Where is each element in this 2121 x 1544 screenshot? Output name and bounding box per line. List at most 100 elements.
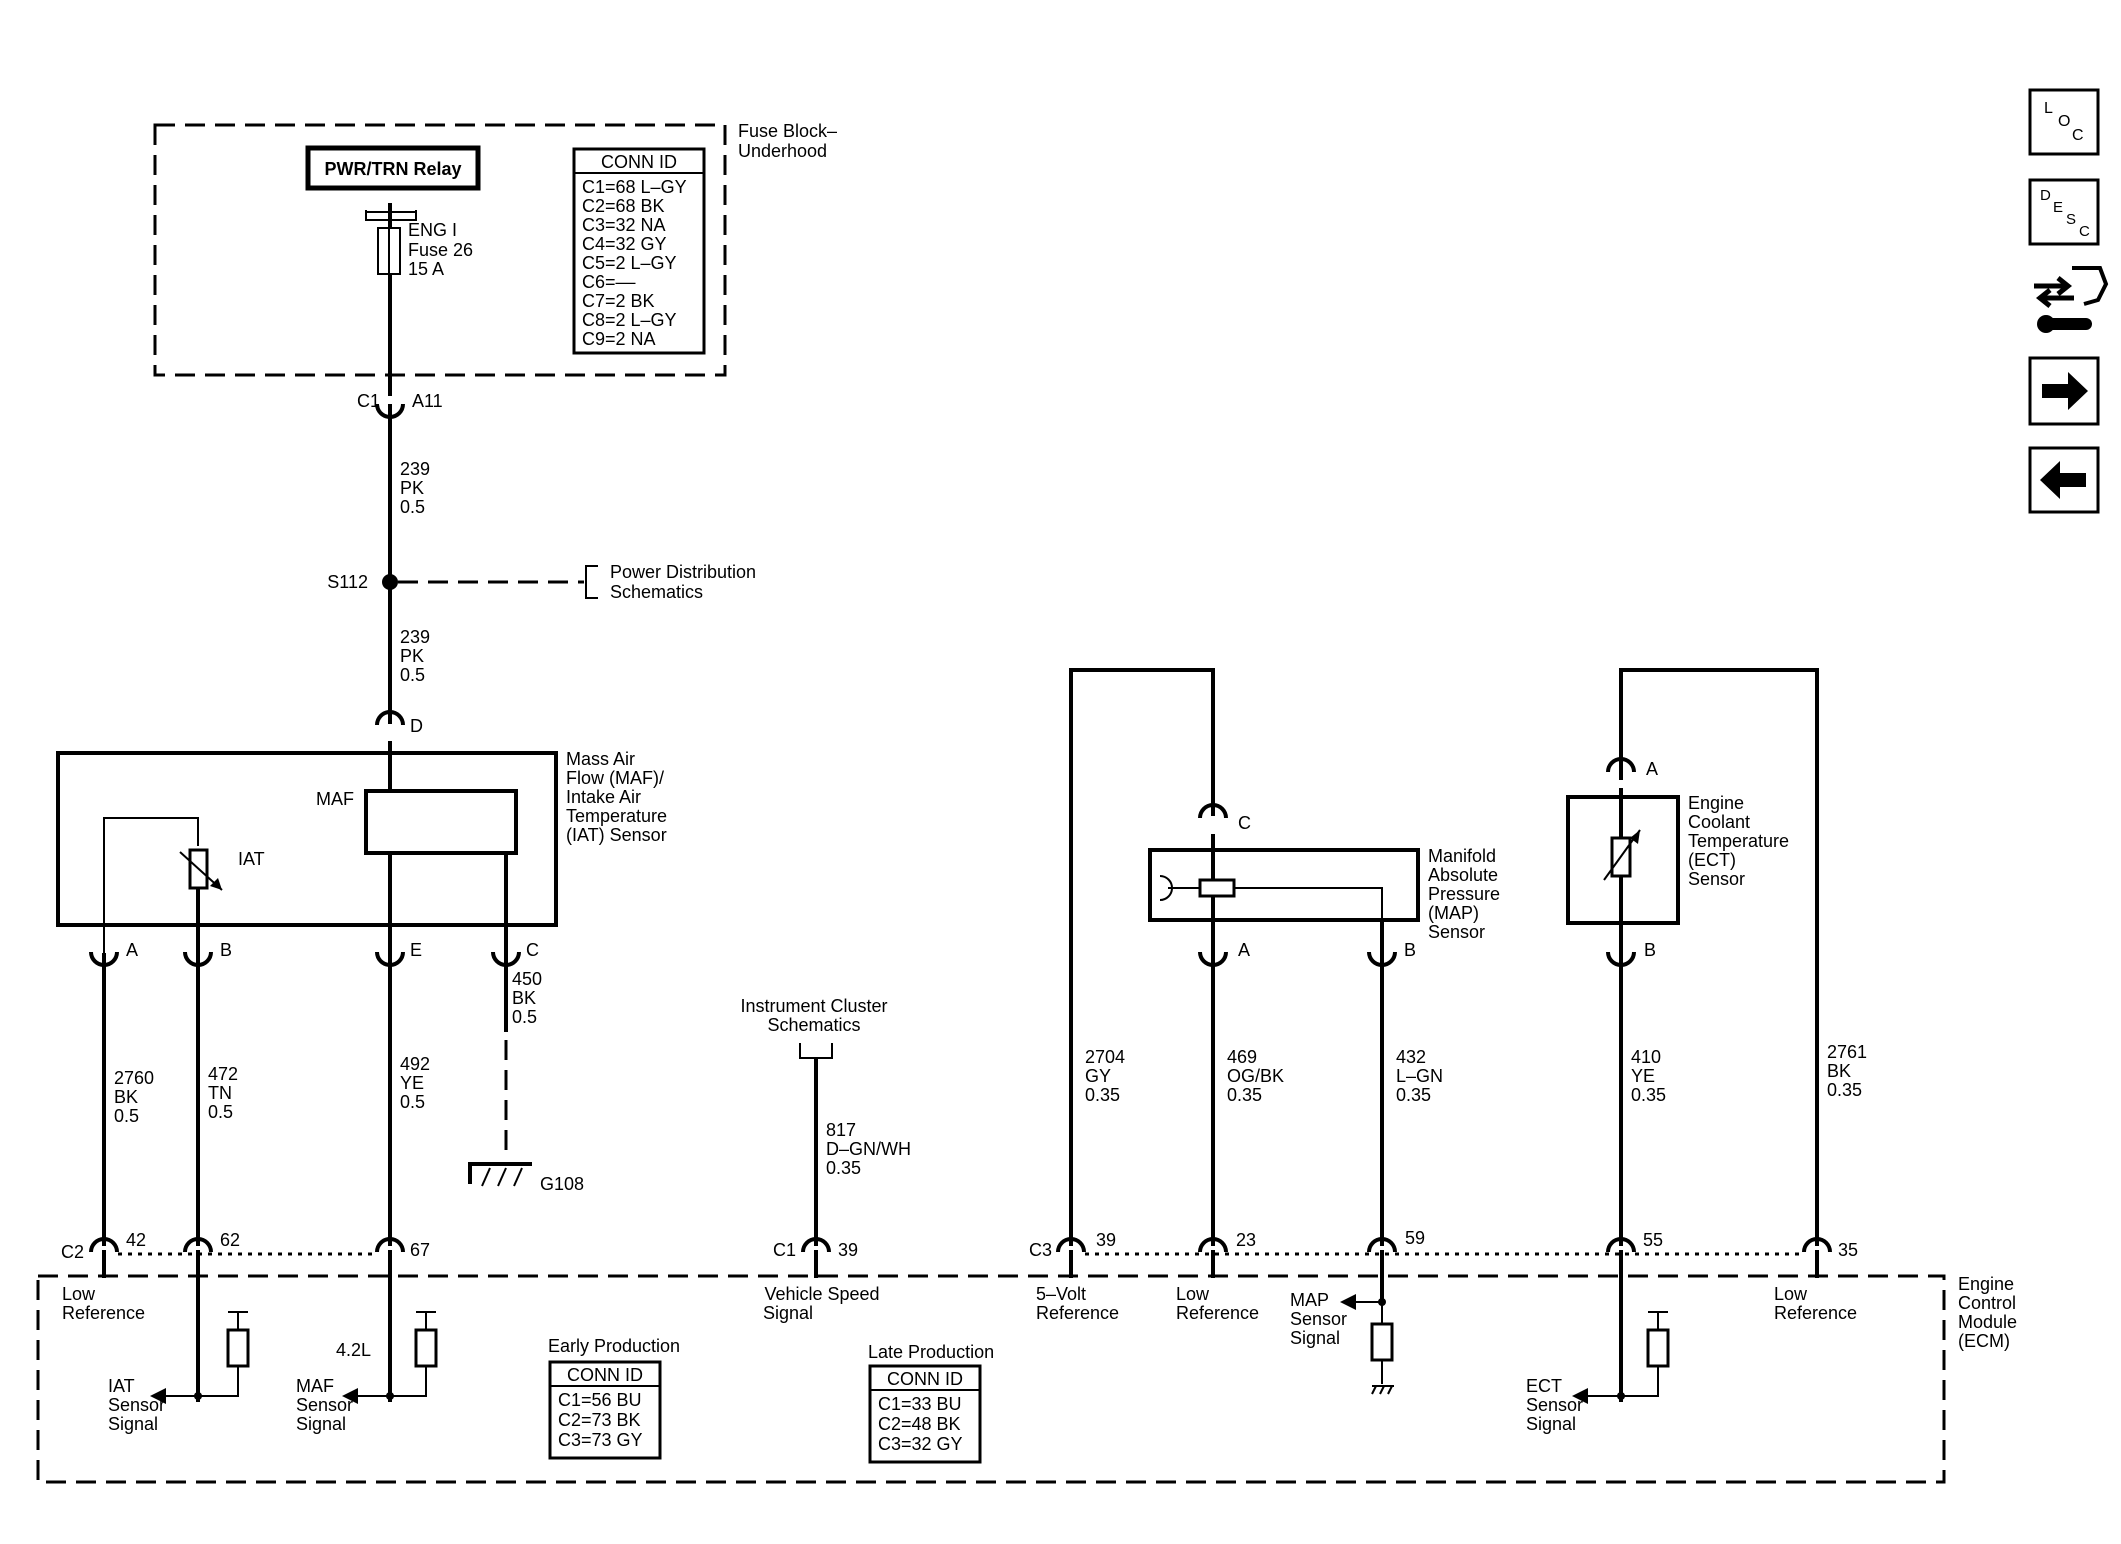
label: 5–Volt (1036, 1284, 1086, 1304)
label: CONN ID (567, 1365, 643, 1385)
label: BK (1827, 1061, 1851, 1081)
label: 239 (400, 627, 430, 647)
label: Late Production (868, 1342, 994, 1362)
label: 0.5 (400, 1092, 425, 1112)
label: 39 (838, 1240, 858, 1260)
label: C2=68 BK (582, 196, 665, 216)
label: 432 (1396, 1047, 1426, 1067)
maf-pullup-resistor (342, 1311, 438, 1404)
label: Signal (763, 1303, 813, 1323)
label: Fuse Block– (738, 121, 837, 141)
label: C1 (773, 1240, 796, 1260)
label: Signal (1290, 1328, 1340, 1348)
label: C2 (61, 1242, 84, 1262)
label: Mass Air (566, 749, 635, 769)
label: Reference (1036, 1303, 1119, 1323)
map-signal-circuit (1340, 1294, 1394, 1384)
label: PK (400, 646, 424, 666)
label: IAT (238, 849, 265, 869)
label: E (410, 940, 422, 960)
label: IAT (108, 1376, 135, 1396)
label: OG/BK (1227, 1066, 1284, 1086)
late-production-conn-id: Late Production CONN ID C1=33 BU C2=48 B… (868, 1342, 994, 1464)
label: Low (1774, 1284, 1808, 1304)
label: (ECT) (1688, 850, 1736, 870)
label: C2=48 BK (878, 1414, 961, 1434)
label: Sensor (1290, 1309, 1347, 1329)
label: Engine (1958, 1274, 2014, 1294)
label: MAF (316, 789, 354, 809)
label: Sensor (1688, 869, 1745, 889)
label: Schematics (767, 1015, 860, 1035)
label: Coolant (1688, 812, 1750, 832)
label: L–GN (1396, 1066, 1443, 1086)
instrument-cluster-ref: Instrument Cluster Schematics 817 D–GN/W… (740, 996, 911, 1246)
connector-tool-icon[interactable] (2034, 266, 2109, 333)
splice-s112 (382, 574, 398, 590)
label: D (2040, 187, 2051, 204)
label: 0.35 (1085, 1085, 1120, 1105)
label: 450 (512, 969, 542, 989)
left-wires: 2760 BK 0.5 472 TN 0.5 492 YE 0.5 450 BK… (102, 953, 584, 1246)
label: (MAP) (1428, 903, 1479, 923)
label: 0.5 (400, 497, 425, 517)
label: 59 (1405, 1228, 1425, 1248)
label: Power Distribution (610, 562, 756, 582)
label: Intake Air (566, 787, 641, 807)
fuse-block-conn-id-table: CONN ID C1=68 L–GY C2=68 BK C3=32 NA C4=… (572, 147, 706, 355)
label: 817 (826, 1120, 856, 1140)
label: Signal (296, 1414, 346, 1434)
label: YE (1631, 1066, 1655, 1086)
label: YE (400, 1073, 424, 1093)
maf-iat-sensor: Mass Air Flow (MAF)/ Intake Air Temperat… (56, 741, 667, 953)
label: 42 (126, 1230, 146, 1250)
label: 239 (400, 459, 430, 479)
feed-wire-239: C1 A11 239 PK 0.5 S112 Power Distributio… (327, 274, 756, 736)
label: C4=32 GY (582, 234, 667, 254)
label: (IAT) Sensor (566, 825, 667, 845)
label: A11 (412, 391, 443, 411)
label: A (1238, 940, 1250, 960)
label: Control (1958, 1293, 2016, 1313)
label: C6=–– (582, 272, 636, 292)
label: Reference (1176, 1303, 1259, 1323)
ecm-ground-icon (1371, 1385, 1394, 1395)
label: 0.5 (512, 1007, 537, 1027)
label: C1=33 BU (878, 1394, 962, 1414)
label: 0.5 (400, 665, 425, 685)
label: Temperature (1688, 831, 1789, 851)
label: A (126, 940, 138, 960)
label: 39 (1096, 1230, 1116, 1250)
label: C (2079, 223, 2090, 240)
label: S112 (327, 572, 368, 592)
label: MAP (1290, 1290, 1329, 1310)
label: 0.35 (1827, 1080, 1862, 1100)
label: Sensor (108, 1395, 165, 1415)
label: ECT (1526, 1376, 1562, 1396)
label: Schematics (610, 582, 703, 602)
label: 410 (1631, 1047, 1661, 1067)
ground-g108-icon (468, 1162, 532, 1187)
label: Manifold (1428, 846, 1496, 866)
label: B (1404, 940, 1416, 960)
next-arrow-button[interactable] (2028, 356, 2100, 426)
label: 35 (1838, 1240, 1858, 1260)
label: G108 (540, 1174, 584, 1194)
label: C1=56 BU (558, 1390, 642, 1410)
desc-button[interactable]: D E S C (2028, 178, 2100, 246)
label: 4.2L (336, 1340, 371, 1360)
ecm-module: Engine Control Module (ECM) C2 42 62 67 … (36, 1228, 2017, 1484)
label: BK (114, 1087, 138, 1107)
label: Signal (1526, 1414, 1576, 1434)
label: C (1238, 813, 1251, 833)
prev-arrow-button[interactable] (2028, 446, 2100, 514)
label: Fuse 26 (408, 240, 473, 260)
label: C1 (357, 391, 380, 411)
label: 0.35 (1631, 1085, 1666, 1105)
label: C8=2 L–GY (582, 310, 677, 330)
loc-button[interactable]: L O C (2028, 88, 2100, 156)
label: Absolute (1428, 865, 1498, 885)
label: C3=32 NA (582, 215, 666, 235)
label: 0.35 (826, 1158, 861, 1178)
label: CONN ID (887, 1369, 963, 1389)
